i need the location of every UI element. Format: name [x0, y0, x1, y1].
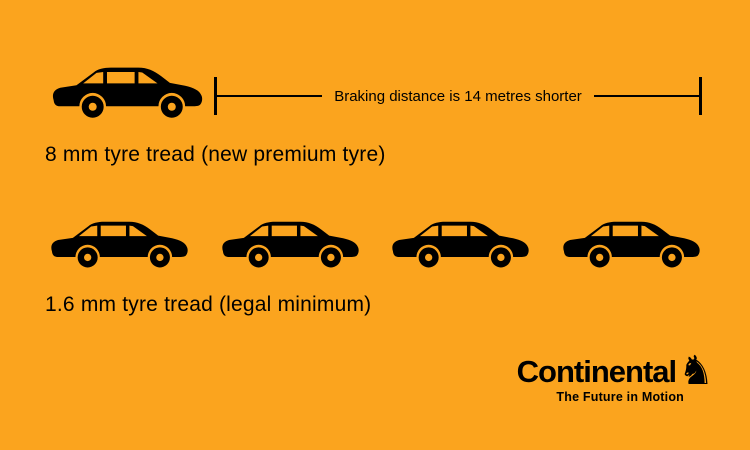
car-silhouette-icon: [46, 58, 208, 125]
braking-distance-measurement: Braking distance is 14 metres shorter: [214, 77, 702, 115]
car-silhouette-icon: [557, 213, 705, 274]
car-row: [45, 213, 705, 274]
brand-tagline: The Future in Motion: [556, 390, 684, 404]
bottom-caption: 1.6 mm tyre tread (legal minimum): [45, 293, 372, 316]
measurement-left-tick: [214, 77, 217, 115]
measurement-right-tick: [699, 77, 702, 115]
continental-logo: Continental ♞ The Future in Motion: [516, 349, 714, 404]
measurement-line-right: [593, 94, 699, 98]
brand-wordmark: Continental: [516, 354, 677, 389]
top-caption: 8 mm tyre tread (new premium tyre): [45, 143, 386, 166]
car-silhouette-icon: [386, 213, 534, 274]
measurement-label: Braking distance is 14 metres shorter: [334, 87, 582, 105]
measurement-line-left: [217, 94, 323, 98]
car-silhouette-icon: [216, 213, 364, 274]
car-silhouette-icon: [45, 213, 193, 274]
rampant-horse-icon: ♞: [678, 349, 714, 393]
